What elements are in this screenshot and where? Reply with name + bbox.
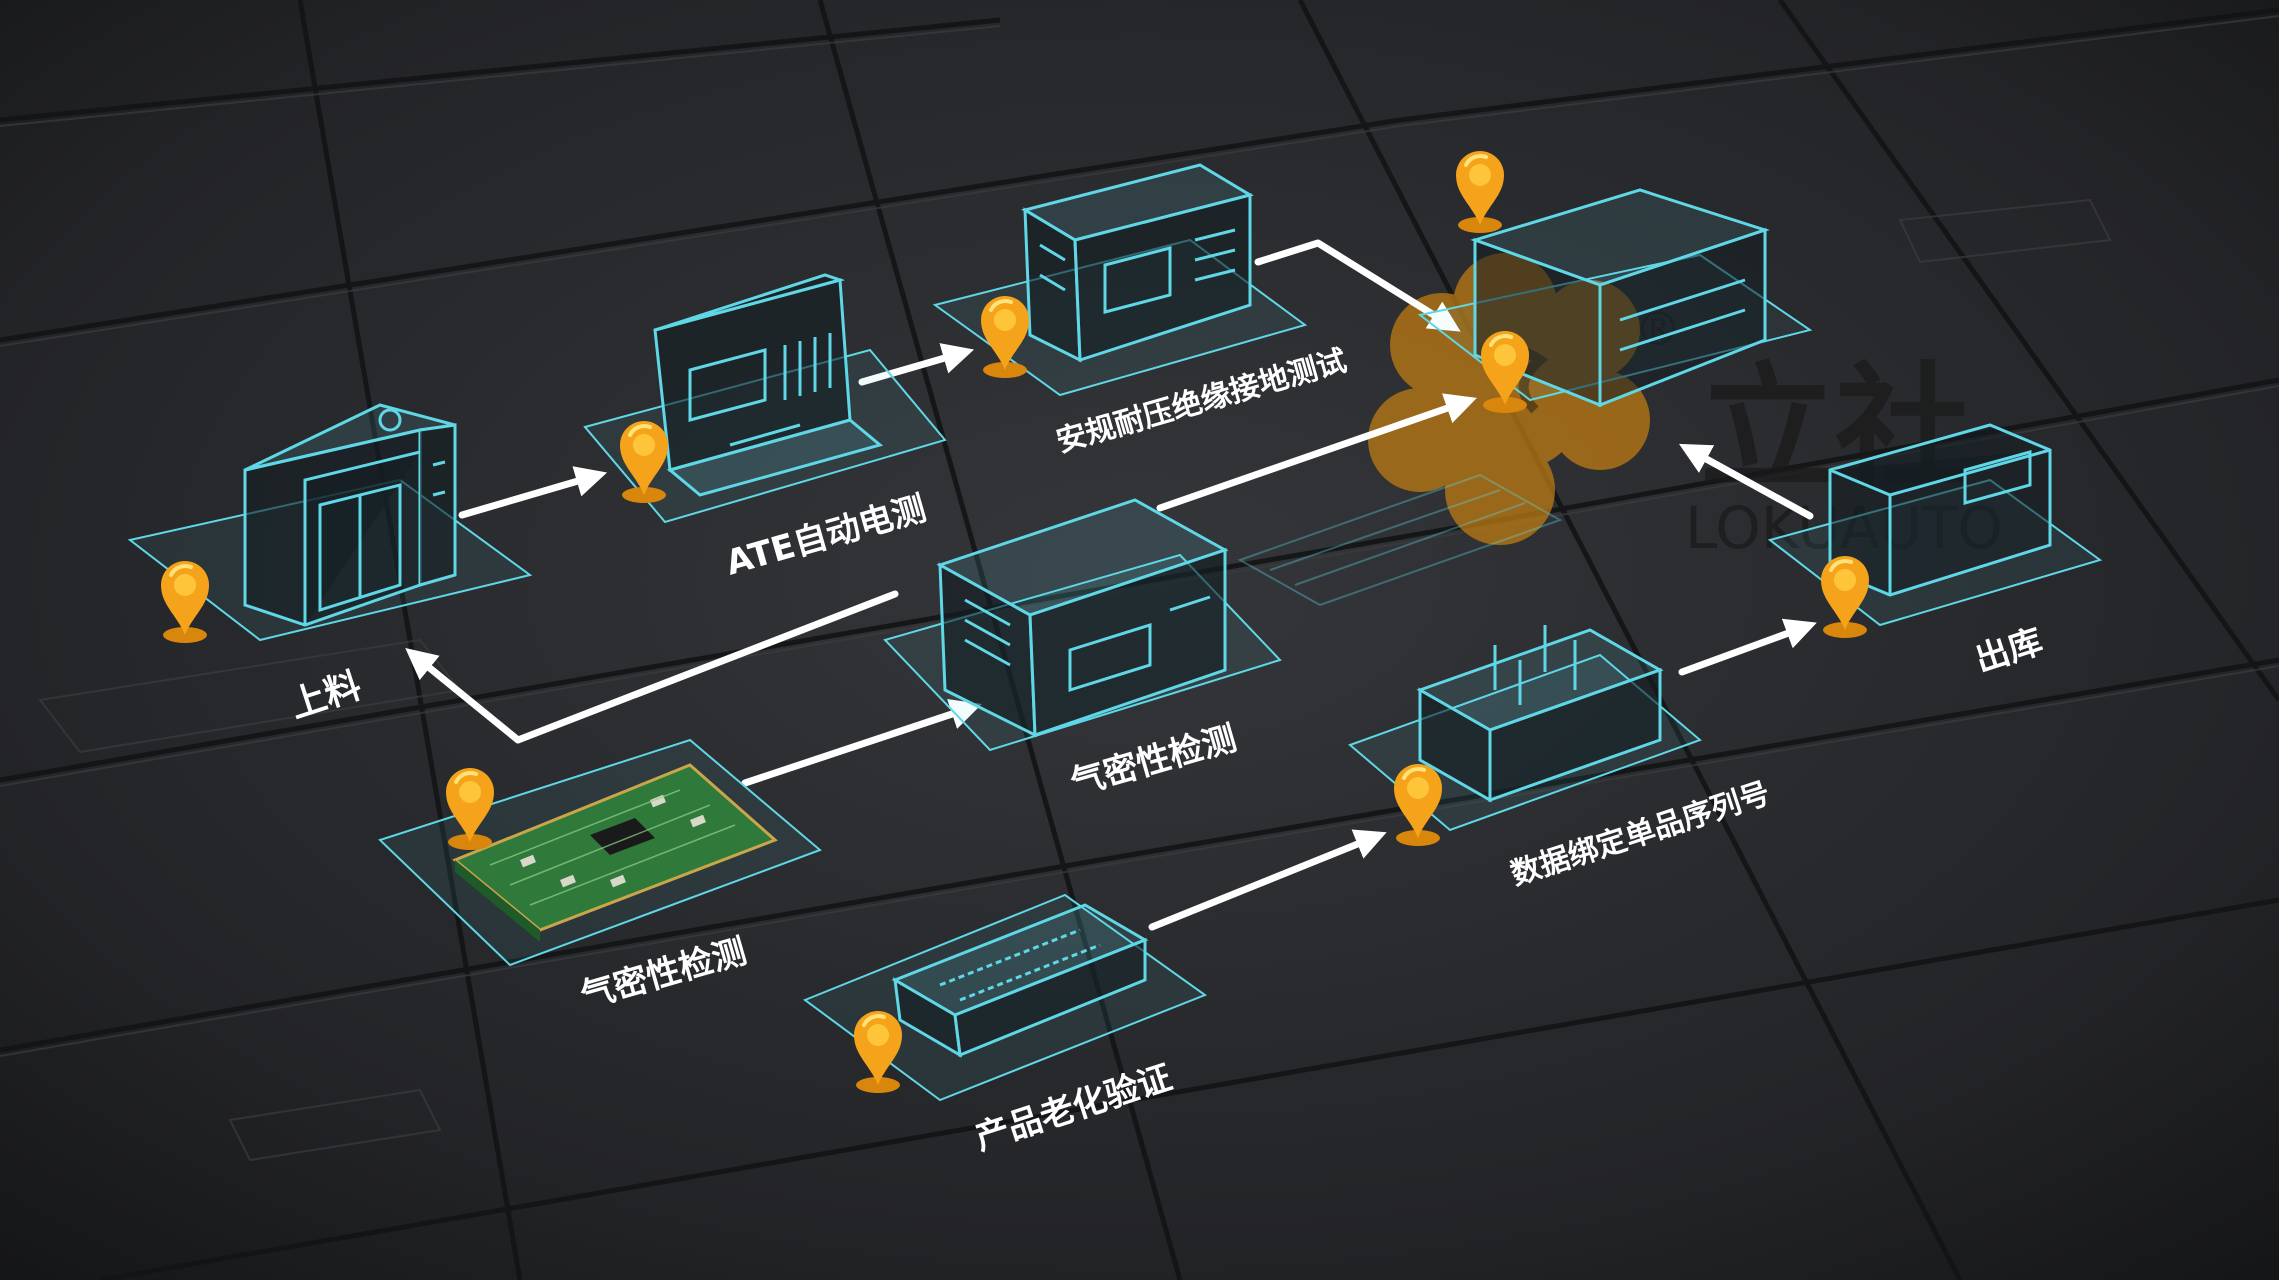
circuit-board-icon xyxy=(452,763,778,942)
flow-arrows xyxy=(405,239,1817,931)
arrow-airtight-to-center xyxy=(1156,393,1477,512)
arrow-return-to-loading xyxy=(405,590,899,744)
fixture-icon xyxy=(1416,625,1664,803)
output-machine-icon xyxy=(1470,188,1770,408)
arrow-aging-to-binding xyxy=(1148,829,1387,931)
station-outbound: 出库 xyxy=(1417,149,2103,681)
arrow-loading-to-ate xyxy=(458,466,608,519)
instrument-icon xyxy=(936,498,1229,738)
station-loading: 上料 xyxy=(127,403,533,727)
output-machine-icon xyxy=(1828,423,2052,597)
aging-rack-icon xyxy=(891,903,1149,1058)
station-airtight-pcb: 气密性检测 xyxy=(378,738,822,1017)
cabinet-icon xyxy=(243,403,457,627)
arrow-ate-to-safety xyxy=(858,343,975,386)
tester-icon xyxy=(1021,163,1254,363)
arrow-pcb-to-airtight xyxy=(741,699,982,787)
arrow-safety-to-center xyxy=(1254,239,1461,332)
test-console-icon xyxy=(653,273,884,497)
arrow-outbound-to-center xyxy=(1678,443,1814,520)
arrow-binding-to-outbound xyxy=(1678,618,1817,676)
center-conveyor xyxy=(1237,473,1563,607)
